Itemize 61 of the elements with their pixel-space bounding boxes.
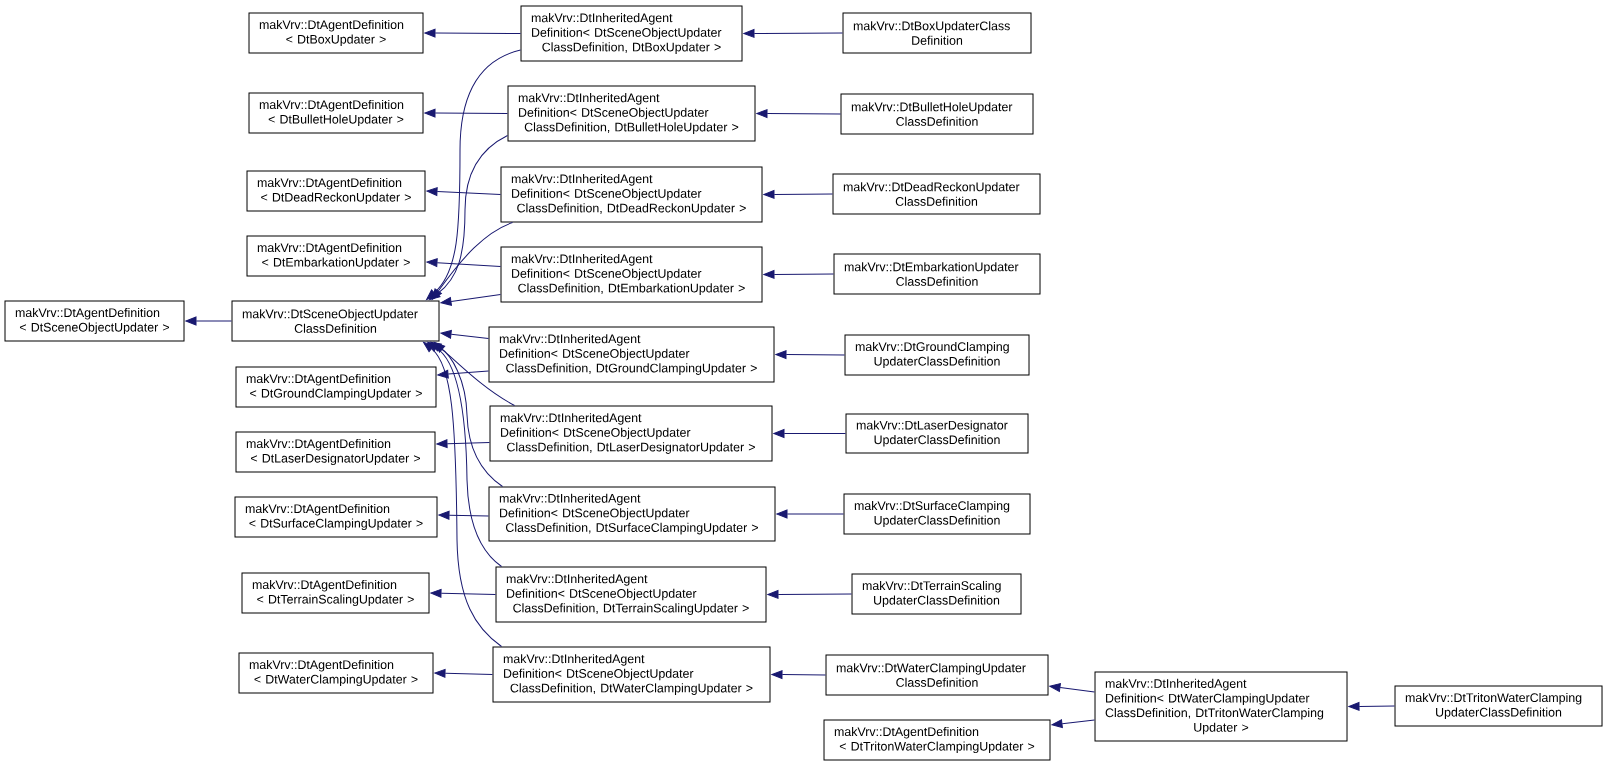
class-box: makVrv::DtGroundClamping UpdaterClassDefinition: [844, 334, 1030, 376]
class-box: makVrv::DtAgentDefinition < DtTritonWaterClampingUpdater >: [823, 719, 1051, 761]
class-box: makVrv::DtInheritedAgent Definition< DtSceneObjectUpdater ClassDefinition, DtTerrainScalingUpdater >: [495, 566, 767, 623]
class-box: makVrv::DtAgentDefinition < DtGroundClampingUpdater >: [235, 366, 437, 408]
inheritance-arrow: [776, 509, 844, 519]
inheritance-arrow: [773, 429, 846, 438]
inheritance-arrow: [438, 510, 489, 520]
class-box: makVrv::DtAgentDefinition < DtEmbarkationUpdater >: [246, 235, 426, 277]
inheritance-arrow: [431, 222, 513, 300]
class-box: makVrv::DtBulletHoleUpdater ClassDefinition: [840, 93, 1034, 135]
inheritance-arrow: [771, 670, 826, 679]
inheritance-arrow: [763, 270, 834, 279]
class-box: makVrv::DtBoxUpdaterClass Definition: [842, 12, 1032, 54]
inheritance-arrow: [185, 316, 232, 326]
inheritance-arrow: [1049, 683, 1095, 693]
class-box: makVrv::DtAgentDefinition < DtBulletHoleUpdater >: [248, 92, 424, 134]
class-box: makVrv::DtAgentDefinition < DtSurfaceClampingUpdater >: [234, 496, 438, 538]
class-box: makVrv::DtTritonWaterClamping UpdaterClassDefinition: [1394, 685, 1603, 727]
inheritance-arrow: [434, 668, 493, 678]
class-box: makVrv::DtAgentDefinition < DtTerrainScalingUpdater >: [241, 572, 430, 614]
inheritance-arrow: [423, 341, 502, 647]
inheritance-arrow: [1348, 702, 1395, 711]
inheritance-arrow: [437, 369, 489, 379]
inheritance-arrow: [427, 341, 502, 567]
class-box: makVrv::DtInheritedAgent Definition< DtSceneObjectUpdater ClassDefinition, DtLaserDesignatorUpdater >: [489, 405, 773, 462]
class-box: makVrv::DtAgentDefinition < DtBoxUpdater >: [248, 12, 424, 54]
inheritance-arrow: [440, 329, 489, 339]
inheritance-arrow: [743, 29, 843, 38]
inheritance-arrow: [440, 294, 501, 306]
inheritance-arrow: [426, 258, 501, 268]
class-box: makVrv::DtInheritedAgent Definition< DtSceneObjectUpdater ClassDefinition, DtWaterClampingUpdater >: [492, 646, 771, 703]
class-box: makVrv::DtWaterClampingUpdater ClassDefinition: [825, 654, 1049, 696]
inheritance-arrow: [756, 109, 841, 118]
class-box: makVrv::DtAgentDefinition < DtWaterClampingUpdater >: [238, 652, 434, 694]
inheritance-arrow: [767, 590, 852, 599]
inheritance-arrow: [775, 350, 845, 359]
class-box: makVrv::DtInheritedAgent Definition< DtSceneObjectUpdater ClassDefinition, DtSurfaceClampingUpdater >: [488, 486, 776, 542]
inheritance-arrow: [430, 588, 496, 598]
class-box: makVrv::DtLaserDesignator UpdaterClassDefinition: [845, 413, 1029, 454]
inheritance-arrow: [426, 49, 521, 301]
class-box: makVrv::DtSurfaceClamping UpdaterClassDefinition: [843, 493, 1031, 535]
class-box: makVrv::DtInheritedAgent Definition< DtSceneObjectUpdater ClassDefinition, DtEmbarkationUpdater >: [500, 246, 763, 303]
inheritance-arrow: [430, 341, 503, 487]
inheritance-arrow: [763, 190, 833, 199]
class-box: makVrv::DtSceneObjectUpdater ClassDefinition: [231, 300, 440, 342]
inheritance-arrow: [426, 187, 501, 196]
class-box: makVrv::DtDeadReckonUpdater ClassDefinition: [832, 173, 1041, 215]
class-box: makVrv::DtInheritedAgent Definition< DtSceneObjectUpdater ClassDefinition, DtBulletHoleUpdater >: [507, 85, 756, 142]
class-box: makVrv::DtInheritedAgent Definition< DtSceneObjectUpdater ClassDefinition, DtBoxUpdater >: [520, 5, 743, 62]
class-box: makVrv::DtTerrainScaling UpdaterClassDefinition: [851, 573, 1022, 615]
class-box: makVrv::DtEmbarkationUpdater ClassDefinition: [833, 253, 1041, 295]
inheritance-arrow: [424, 28, 521, 38]
class-box: makVrv::DtInheritedAgent Definition< DtWaterClampingUpdater ClassDefinition, DtTritonWaterClamping Updater >: [1094, 671, 1348, 742]
class-box: makVrv::DtInheritedAgent Definition< DtSceneObjectUpdater ClassDefinition, DtDeadReckonUpdater >: [500, 166, 763, 223]
class-box: makVrv::DtAgentDefinition < DtDeadReckonUpdater >: [246, 170, 426, 212]
inheritance-arrow: [424, 108, 508, 118]
class-box: makVrv::DtInheritedAgent Definition< DtSceneObjectUpdater ClassDefinition, DtGroundClampingUpdater >: [488, 326, 775, 383]
inheritance-arrow: [1051, 719, 1095, 729]
inheritance-arrow: [436, 439, 490, 449]
class-box: makVrv::DtAgentDefinition < DtSceneObjectUpdater >: [4, 300, 185, 342]
class-box: makVrv::DtAgentDefinition < DtLaserDesignatorUpdater >: [235, 431, 436, 473]
